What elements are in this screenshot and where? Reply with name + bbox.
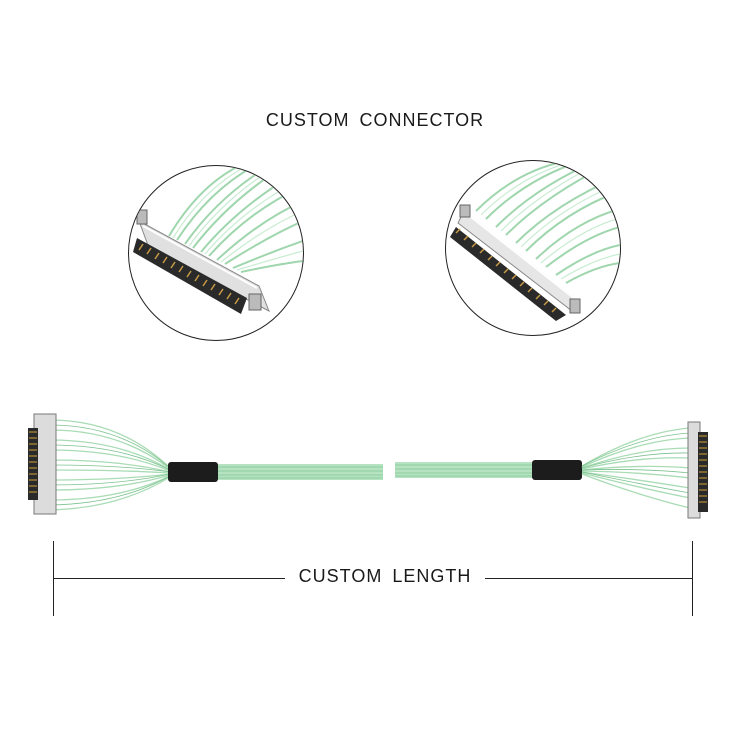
connector-closeup-left-image: [133, 166, 303, 314]
dimension-right-tick: [692, 541, 693, 616]
dimension-line-left: [54, 578, 285, 579]
connector-closeup-right-image: [450, 161, 620, 321]
cable-left-end: [28, 413, 383, 515]
connector-detail-right: [445, 160, 621, 336]
dimension-left-tick: [53, 541, 54, 616]
page-title: CUSTOM CONNECTOR: [265, 110, 485, 130]
length-label: CUSTOM LENGTH: [298, 566, 472, 586]
connector-detail-left: [128, 165, 304, 341]
dimension-line-right: [485, 578, 692, 579]
cable-right-end: [395, 421, 708, 519]
